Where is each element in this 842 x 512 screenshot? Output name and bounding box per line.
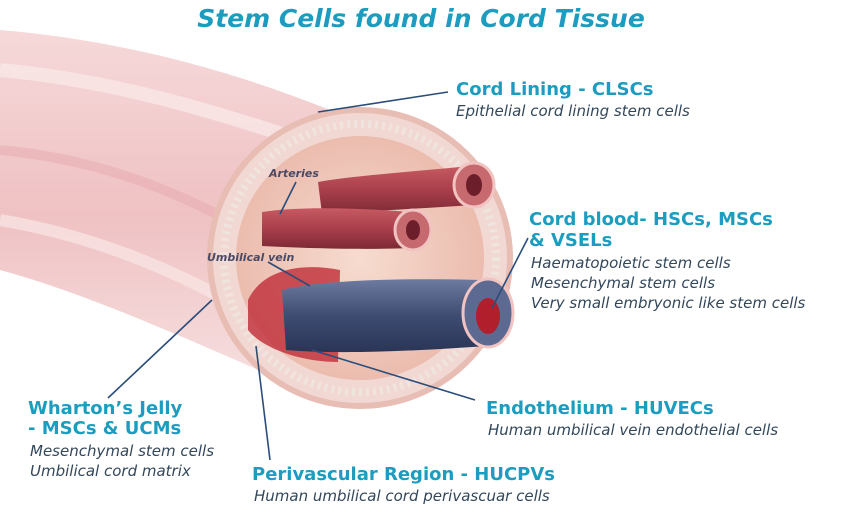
leader-endothelium [311, 349, 476, 401]
perivascular-title: Perivascular Region - HUCPVs [252, 464, 556, 485]
umbilical-vein [282, 279, 486, 353]
cord-lining-title: Cord Lining - CLSCs [456, 79, 654, 100]
whartons-jelly-desc-2: Umbilical cord matrix [30, 462, 191, 480]
leader-perivascular [255, 345, 271, 461]
leader-cord-lining [317, 91, 449, 113]
whartons-jelly-title-1: Wharton’s Jelly [28, 398, 183, 419]
endothelium-desc: Human umbilical vein endothelial cells [488, 421, 779, 439]
cord-blood-desc-2: Mesenchymal stem cells [531, 274, 716, 292]
middle-artery [262, 208, 412, 249]
middle-artery-lumen [406, 220, 420, 240]
vein-lumen [476, 298, 500, 334]
upper-artery-lumen [466, 174, 482, 196]
arteries-label: Arteries [269, 167, 319, 180]
leader-umbilical-vein [267, 261, 311, 287]
cord-lining-desc: Epithelial cord lining stem cells [456, 102, 690, 120]
cord-blood-desc-3: Very small embryonic like stem cells [531, 294, 806, 312]
leader-cord-blood [491, 237, 529, 309]
whartons-jelly-title-2: - MSCs & UCMs [28, 418, 182, 439]
leader-arteries [279, 181, 297, 215]
cord-blood-title-1: Cord blood- HSCs, MSCs [529, 209, 773, 230]
perivascular-desc: Human umbilical cord perivascuar cells [254, 487, 550, 505]
leader-whartons-jelly [107, 299, 213, 399]
cord-blood-desc-1: Haematopoietic stem cells [531, 254, 731, 272]
leader-lines [107, 91, 529, 461]
cord-blood-title-2: & VSELs [529, 230, 613, 251]
cord-lining-inner [220, 120, 500, 396]
whartons-jelly-desc-1: Mesenchymal stem cells [30, 442, 215, 460]
page-title: Stem Cells found in Cord Tissue [197, 4, 645, 33]
umbilical-vein-label: Umbilical vein [207, 251, 295, 264]
endothelium-title: Endothelium - HUVECs [486, 398, 714, 419]
cord-stripe [0, 63, 303, 147]
upper-artery [318, 166, 474, 214]
